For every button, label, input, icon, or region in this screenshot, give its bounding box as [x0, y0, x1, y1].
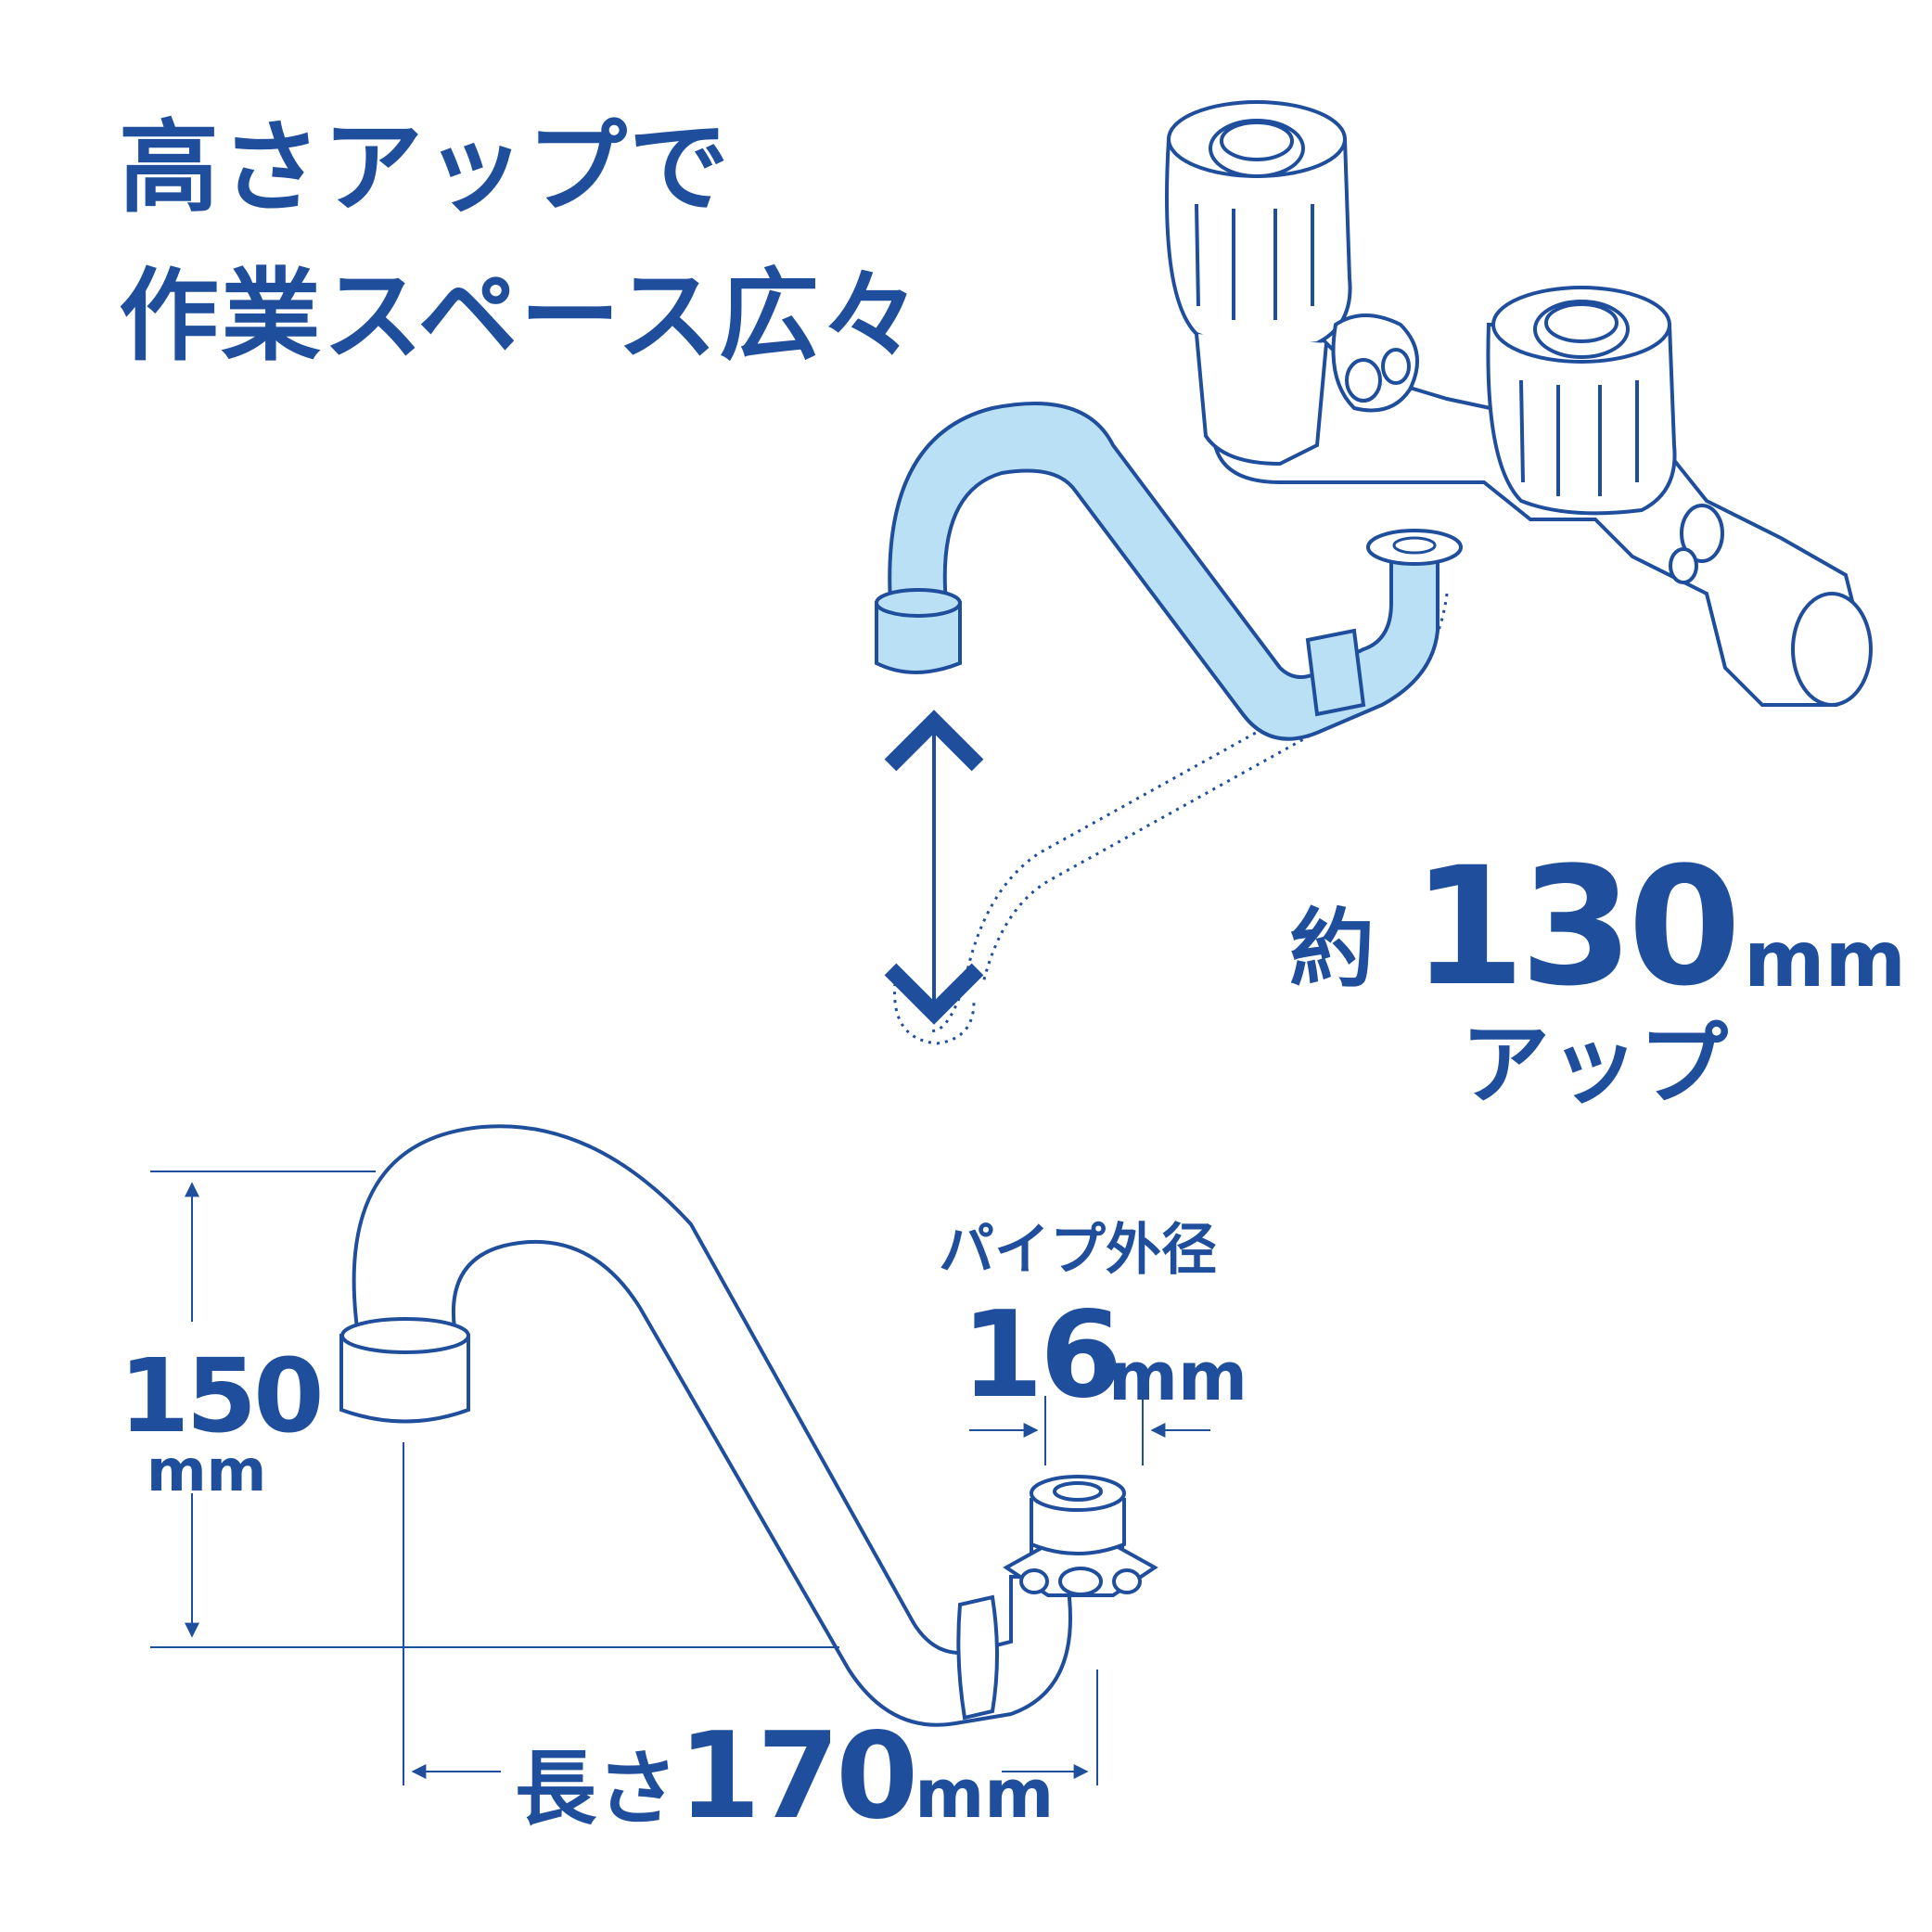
length-dimension: 長さ170mm	[515, 1718, 1054, 1836]
left-handle	[1165, 100, 1352, 467]
raise-arrow	[884, 710, 984, 1025]
headline-line-1: 高さアップで	[119, 110, 732, 226]
dimension-lines	[150, 1171, 1210, 1785]
wall-faucet-illustration	[1165, 100, 1873, 707]
right-handle	[1486, 286, 1677, 516]
raise-prefix: 約	[1289, 900, 1375, 999]
spout-dimension-drawing	[339, 1124, 1158, 1727]
headline-line-2: 作業スペース広々	[119, 259, 924, 375]
wall-mount	[1791, 592, 1873, 707]
elbow-nut	[956, 1594, 999, 1721]
raise-value: 130	[1412, 832, 1741, 1022]
diameter-label: パイプ外径	[939, 1218, 1217, 1283]
new-spout	[875, 402, 1463, 741]
diameter-unit: mm	[1108, 1337, 1248, 1415]
spout-tip	[339, 1317, 470, 1424]
length-value: 170	[678, 1708, 918, 1846]
top-fitting	[1003, 1475, 1158, 1597]
height-unit: mm	[147, 1437, 267, 1504]
raise-unit: mm	[1744, 914, 1907, 1004]
length-prefix: 長さ	[515, 1741, 679, 1836]
height-value: 150	[119, 1337, 325, 1455]
raise-suffix: アップ	[1461, 1013, 1728, 1117]
diameter-value: 16	[961, 1286, 1122, 1425]
length-unit: mm	[915, 1755, 1055, 1833]
spout-pipe	[352, 1124, 1072, 1727]
